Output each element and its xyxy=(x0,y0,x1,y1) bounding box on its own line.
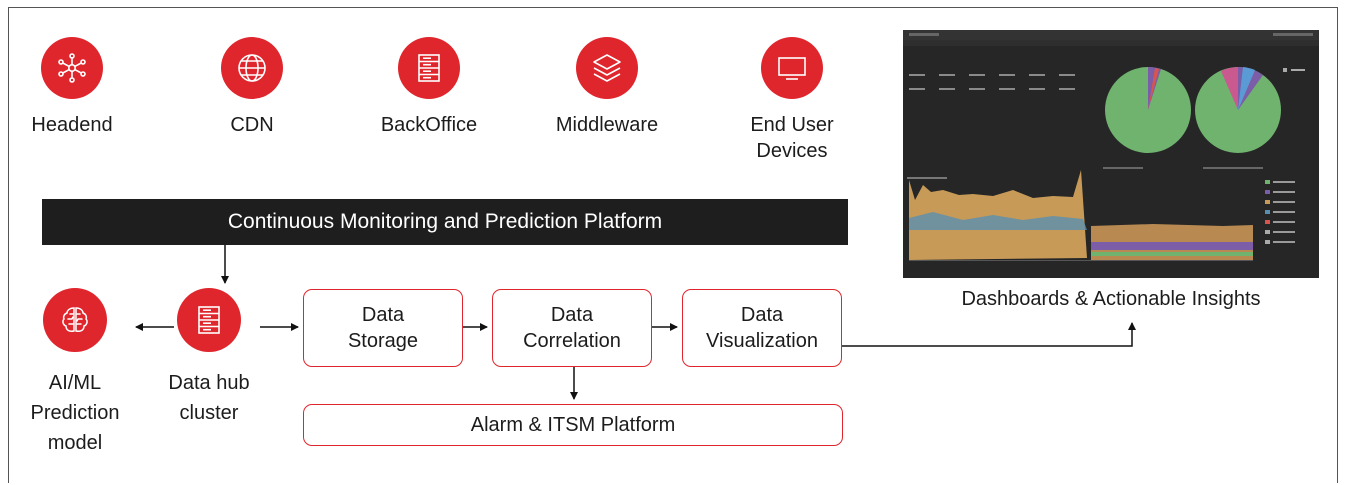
data-correlation-box: Data Correlation xyxy=(492,289,652,367)
source-cdn: CDN xyxy=(192,37,312,138)
source-headend: Headend xyxy=(12,37,132,138)
source-label: End User Devices xyxy=(750,114,834,162)
source-end-user-devices: End User Devices xyxy=(732,37,852,164)
monitor-icon xyxy=(761,37,823,99)
layers-icon xyxy=(576,37,638,99)
dashboard-screenshot xyxy=(903,30,1319,278)
node-label: Data hub cluster xyxy=(168,372,250,424)
source-middleware: Middleware xyxy=(547,37,667,138)
source-label: Middleware xyxy=(555,114,659,136)
server-icon xyxy=(177,288,241,352)
server-icon xyxy=(398,37,460,99)
data-visualization-box: Data Visualization xyxy=(682,289,842,367)
node-data-hub-cluster: Data hub cluster xyxy=(149,288,269,428)
arrow-visualization-to-dashboard xyxy=(842,322,1136,347)
globe-icon xyxy=(221,37,283,99)
dashboard-caption: Dashboards & Actionable Insights xyxy=(961,288,1261,310)
alarm-itsm-platform-box: Alarm & ITSM Platform xyxy=(303,404,843,446)
node-label: AI/ML Prediction model xyxy=(30,372,120,454)
network-hub-icon xyxy=(41,37,103,99)
dashboard-picture xyxy=(903,30,1319,261)
brain-icon xyxy=(43,288,107,352)
source-label: BackOffice xyxy=(380,114,478,136)
diagram-frame xyxy=(8,7,1338,483)
monitoring-platform-bar: Continuous Monitoring and Prediction Pla… xyxy=(42,199,848,245)
data-storage-box: Data Storage xyxy=(303,289,463,367)
source-backoffice: BackOffice xyxy=(369,37,489,138)
source-label: Headend xyxy=(31,114,113,136)
source-label: CDN xyxy=(230,114,274,136)
node-aiml-model: AI/ML Prediction model xyxy=(15,288,135,458)
